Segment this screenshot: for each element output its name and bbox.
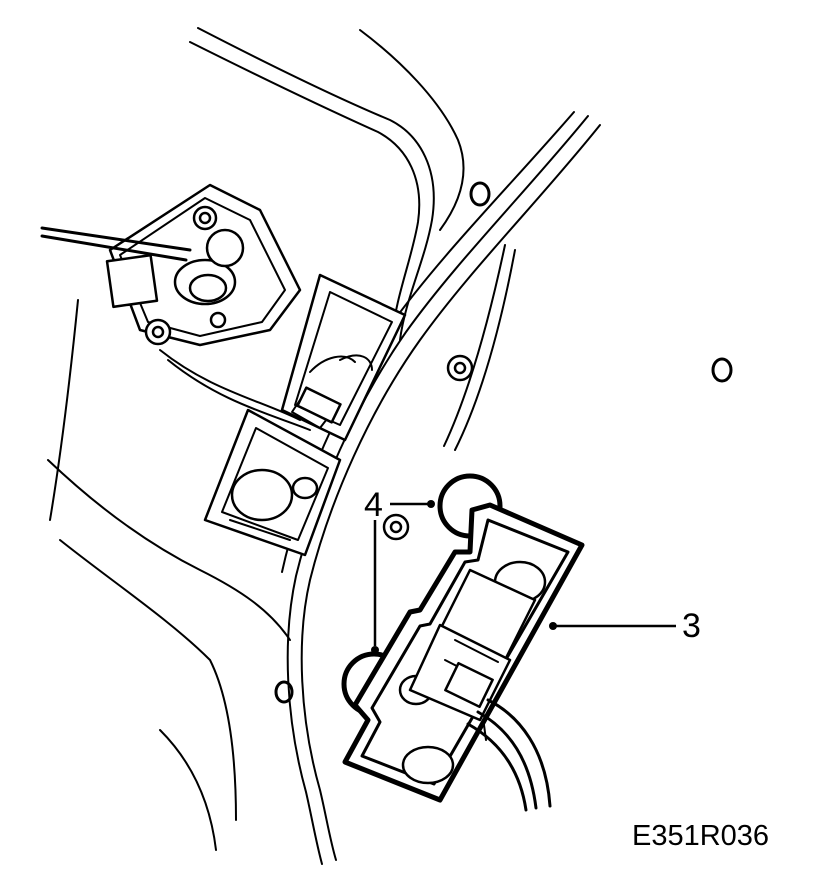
lower-lamp-housing xyxy=(203,408,342,557)
callout-leaders xyxy=(371,500,676,654)
panel-holes xyxy=(274,181,733,704)
body-panel-outline xyxy=(47,27,465,851)
callout-label-3: 3 xyxy=(682,607,701,645)
lock-mechanism xyxy=(40,183,311,431)
callout-label-4: 4 xyxy=(364,486,383,524)
upper-lamp-housing xyxy=(280,273,407,442)
rear-lamp-unit xyxy=(341,473,585,812)
figure-code: E351R036 xyxy=(632,820,769,852)
